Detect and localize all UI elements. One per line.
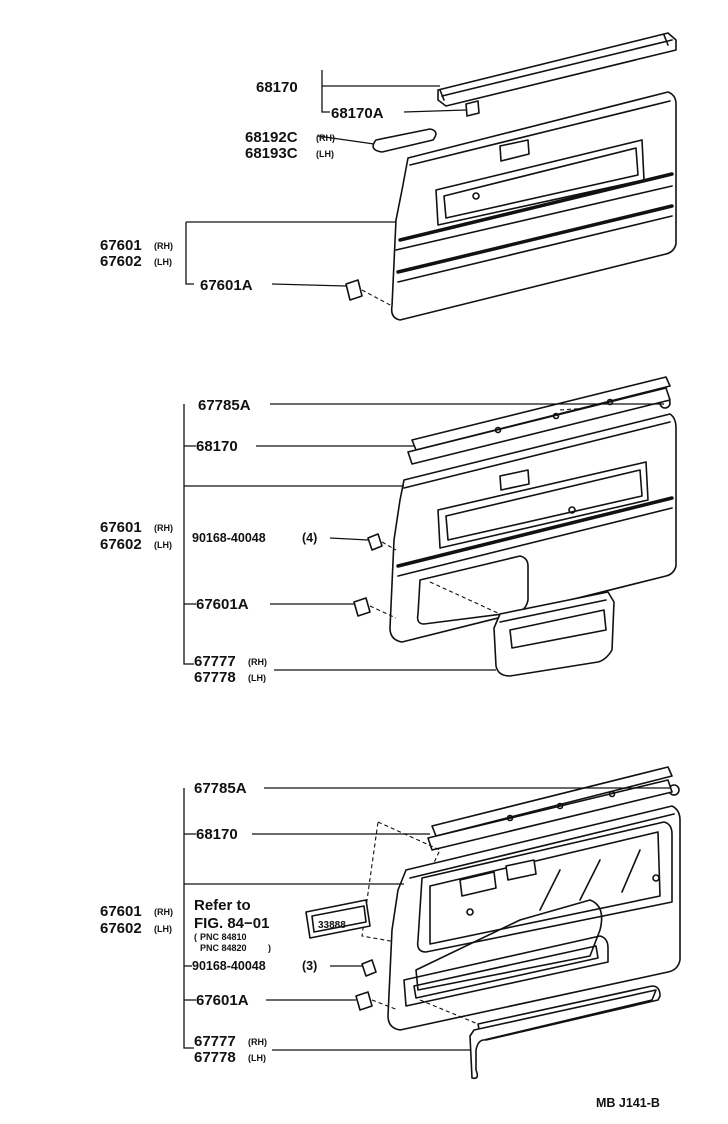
- label-67778-3: 67778: [194, 1049, 236, 1066]
- svg-text:(: (: [194, 932, 197, 942]
- label-67601-rh: (RH): [154, 241, 173, 251]
- section-1-door-trim: 68170 68170A 68192C (RH) 68193C (LH) 676…: [100, 32, 677, 321]
- label-68170-2: 68170: [196, 438, 238, 455]
- section-3-door-trim: 33888 67785A 68170 67601 (RH) 67602 (LH)…: [100, 766, 681, 1080]
- door-panel-67601-part-3: [387, 805, 681, 1031]
- pocket-67777-part: [429, 581, 615, 677]
- svg-text:): ): [268, 943, 271, 953]
- label-68170-3: 68170: [196, 826, 238, 843]
- label-67601A: 67601A: [200, 277, 253, 294]
- diagram-code: MB J141-B: [596, 1096, 660, 1110]
- label-67602-2: 67602: [100, 536, 142, 553]
- label-68192C: 68192C: [245, 129, 298, 146]
- label-67778-lh: (LH): [248, 673, 266, 683]
- label-68192C-rh: (RH): [316, 133, 335, 143]
- label-pnc-84810: PNC 84810: [200, 932, 247, 942]
- label-screw-90168: 90168-40048: [192, 531, 266, 545]
- label-67602-lh-2: (LH): [154, 540, 172, 550]
- label-67601A-2: 67601A: [196, 596, 249, 613]
- label-67785A: 67785A: [198, 397, 251, 414]
- armrest-68192C-part: [372, 128, 437, 153]
- section-2-door-trim: 67785A 68170 67601 (RH) 67602 (LH) 90168…: [100, 376, 677, 686]
- label-screw-90168-3: 90168-40048: [192, 959, 266, 973]
- label-67601-2: 67601: [100, 519, 142, 536]
- label-67778: 67778: [194, 669, 236, 686]
- label-67601: 67601: [100, 237, 142, 254]
- label-68193C: 68193C: [245, 145, 298, 162]
- label-67785A-3: 67785A: [194, 780, 247, 797]
- label-68170A: 68170A: [331, 105, 384, 122]
- label-fig-84-01: FIG. 84−01: [194, 915, 269, 932]
- label-67601-3: 67601: [100, 903, 142, 920]
- window-switch-part: 33888: [305, 899, 371, 939]
- clip-67601A-part-3: [355, 991, 399, 1011]
- label-screw-qty-4: (4): [302, 531, 317, 545]
- label-67777-rh: (RH): [248, 657, 267, 667]
- label-67777-3: 67777: [194, 1033, 236, 1050]
- label-67601A-3: 67601A: [196, 992, 249, 1009]
- label-67778-lh-3: (LH): [248, 1053, 266, 1063]
- weatherstrip-68170-part-2: [407, 387, 671, 465]
- label-screw-qty-3: (3): [302, 959, 317, 973]
- clip-68170A-part: [465, 100, 480, 117]
- weatherstrip-68170-part: [437, 32, 677, 107]
- label-67602-lh-3: (LH): [154, 924, 172, 934]
- label-67777-rh-3: (RH): [248, 1037, 267, 1047]
- label-refer-to: Refer to: [194, 897, 251, 914]
- door-panel-67601-part: [390, 91, 677, 321]
- label-67602-lh: (LH): [154, 257, 172, 267]
- clip-67601A-part: [345, 279, 393, 307]
- label-67601-rh-3: (RH): [154, 907, 173, 917]
- label-pnc-84820: PNC 84820: [200, 943, 247, 953]
- label-67601-rh-2: (RH): [154, 523, 173, 533]
- label-67777: 67777: [194, 653, 236, 670]
- label-68193C-lh: (LH): [316, 149, 334, 159]
- screw-90168-part: [367, 533, 397, 551]
- svg-text:33888: 33888: [318, 920, 346, 931]
- door-panel-67601-part-2: [389, 413, 677, 643]
- label-67602-3: 67602: [100, 920, 142, 937]
- label-67602: 67602: [100, 253, 142, 270]
- clip-67601A-part-2: [353, 597, 397, 619]
- label-68170: 68170: [256, 79, 298, 96]
- pocket-67777-part-3: [419, 985, 661, 1080]
- screw-90168-part-3: [361, 959, 377, 977]
